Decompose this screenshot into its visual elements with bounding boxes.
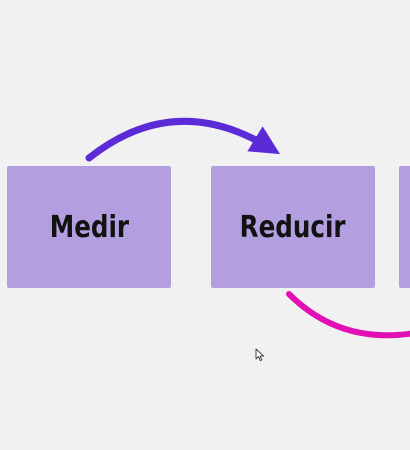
node-label-medir: Medir (49, 209, 129, 245)
node-label-reducir: Reducir (240, 209, 346, 245)
node-next-partial[interactable] (399, 166, 410, 288)
mouse-pointer-icon (255, 348, 265, 362)
node-reducir[interactable]: Reducir (211, 166, 375, 288)
arrow-reducir-to-next (286, 291, 410, 339)
arrow-medir-to-reducir (85, 117, 281, 162)
node-medir[interactable]: Medir (7, 166, 171, 288)
